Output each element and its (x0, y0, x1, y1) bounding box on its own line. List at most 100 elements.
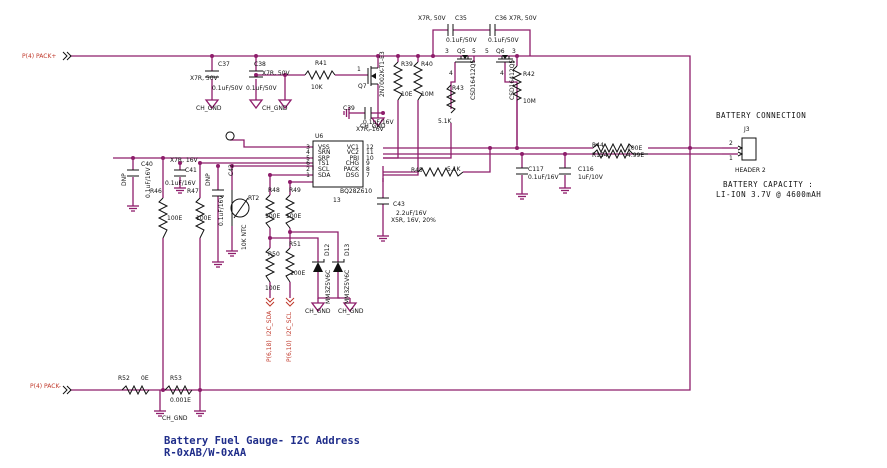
zener-d12: D12 MM3Z5V6C (312, 244, 332, 304)
svg-text:R154: R154 (592, 152, 608, 159)
svg-text:0.1uF/16V: 0.1uF/16V (165, 180, 196, 187)
svg-text:100E: 100E (286, 213, 301, 220)
svg-text:I2C_SCL: I2C_SCL (286, 311, 293, 336)
svg-text:C36: C36 (495, 15, 507, 22)
cap-c37: C37 X7R, 50V 0.1uF/50V (190, 61, 243, 92)
res-r42: R42 10M (511, 65, 536, 105)
svg-text:10M: 10M (421, 91, 434, 98)
svg-text:13: 13 (333, 197, 341, 204)
zener-d13: D13 MM3Z5V6C (332, 244, 351, 304)
svg-text:DNP: DNP (121, 173, 128, 186)
svg-text:D13: D13 (344, 244, 351, 256)
svg-text:P(6,18): P(6,18) (266, 340, 273, 362)
svg-text:10K NTC: 10K NTC (241, 225, 248, 250)
svg-text:P(6,10): P(6,10) (286, 340, 293, 362)
svg-text:100E: 100E (196, 215, 211, 222)
cap-c40: C40 DNP 0.1uF/16V (121, 161, 153, 198)
svg-text:4.99E: 4.99E (627, 152, 644, 159)
ic-pin-vss: VSS (318, 144, 330, 151)
svg-text:I2C_SDA: I2C_SDA (266, 310, 273, 336)
res-r50: R50 100E (264, 247, 280, 292)
svg-text:2N7002K-T1-E3: 2N7002K-T1-E3 (379, 51, 386, 97)
cap-c116: C116 1uF/10V (559, 166, 604, 181)
svg-text:X7R, 50V: X7R, 50V (509, 15, 538, 22)
res-r48: R48 100E (264, 187, 280, 229)
svg-text:X7R, 16V: X7R, 16V (170, 157, 199, 164)
svg-text:2.2uF/16V: 2.2uF/16V (396, 210, 427, 217)
net-port-pack-plus: P(4) PACK+ (22, 51, 72, 61)
svg-text:J3: J3 (743, 126, 750, 133)
svg-text:BQ28Z610: BQ28Z610 (340, 188, 372, 195)
svg-text:R49: R49 (289, 187, 301, 194)
ic-pin-num-right: 8 (366, 166, 370, 173)
res-r39: R39 10E (392, 61, 413, 101)
svg-text:3: 3 (512, 48, 516, 55)
battery-capacity-title: BATTERY CAPACITY : (723, 180, 813, 189)
svg-text:10E: 10E (401, 91, 413, 98)
ic-pin-pbi: PBI (349, 155, 359, 162)
svg-text:1: 1 (729, 155, 733, 162)
svg-text:R48: R48 (268, 187, 280, 194)
svg-text:R53: R53 (170, 375, 182, 382)
res-r40: R40 10M (412, 61, 434, 101)
res-r53: R53 0.001E (164, 375, 193, 404)
footer-title: Battery Fuel Gauge- I2C Address (164, 435, 360, 447)
svg-text:Q5: Q5 (457, 48, 466, 55)
svg-text:R43: R43 (452, 85, 464, 92)
svg-text:R51: R51 (289, 241, 301, 248)
gnd-label-2: CH_GND (262, 105, 288, 112)
res-r43: R43 5.1K (438, 84, 464, 125)
cap-c43: C43 2.2uF/16V X5R, 16V, 20% (377, 197, 436, 224)
cap-c41: X7R, 16V C41 0.1uF/16V (165, 157, 199, 187)
svg-text:C116: C116 (578, 166, 594, 173)
ic-pin-dsg: DSG (346, 172, 359, 179)
ic-pin-srn: SRN (318, 149, 330, 156)
ic-pin-ts1: TS1 (317, 160, 329, 167)
svg-text:R52: R52 (118, 375, 130, 382)
svg-text:CSD16412Q5: CSD16412Q5 (470, 60, 477, 100)
svg-text:U6: U6 (315, 133, 323, 140)
ic-pin-scl: SCL (318, 166, 330, 173)
svg-text:Q6: Q6 (496, 48, 505, 55)
ic-pin-num-right: 9 (366, 160, 370, 167)
mosfet-q6: Q6 5 3 4 CSD16412Q5 (485, 48, 516, 100)
ic-pin-num-right: 7 (366, 172, 370, 179)
svg-text:0.1uF/16V: 0.1uF/16V (528, 174, 559, 181)
svg-text:X7R, 50V: X7R, 50V (190, 75, 219, 82)
mosfet-q5: Q5 3 5 4 CSD16412Q5 (445, 48, 477, 100)
svg-text:C43: C43 (393, 201, 405, 208)
res-r154: R154 4.99E (592, 148, 648, 160)
svg-text:RT2: RT2 (248, 195, 259, 202)
res-r41: R41 10K (304, 60, 336, 91)
svg-text:5: 5 (485, 48, 489, 55)
ic-pin-sda: SDA (318, 172, 331, 179)
cap-c42: C42 DNP 0.1uF/16V (205, 164, 235, 226)
ic-pin-num-left: 3 (306, 144, 310, 151)
svg-text:1: 1 (357, 66, 361, 73)
svg-text:5.1K: 5.1K (438, 118, 453, 125)
svg-text:R41: R41 (315, 60, 327, 67)
junction-dots (131, 54, 692, 392)
res-r49: R49 100E (284, 187, 301, 229)
footer-i2c-address: R-0xAB/W-0xAA (164, 447, 247, 459)
svg-text:4: 4 (500, 70, 504, 77)
svg-text:0.1uF/16V: 0.1uF/16V (218, 195, 225, 226)
ground-symbols (126, 94, 572, 417)
battery-connection-title: BATTERY CONNECTION (716, 111, 806, 120)
svg-text:C39: C39 (343, 105, 355, 112)
svg-text:C42: C42 (228, 164, 235, 176)
svg-text:100E: 100E (290, 270, 305, 277)
gnd-label-3: CH_GND (360, 123, 386, 130)
svg-text:C117: C117 (528, 166, 544, 173)
thermistor-rt2: RT2 10K NTC (230, 190, 259, 250)
ic-pin-num-right: 12 (366, 144, 374, 151)
svg-text:C41: C41 (185, 167, 197, 174)
res-r45: R45 5.1K (411, 166, 464, 178)
svg-text:R45: R45 (411, 167, 423, 174)
svg-text:1uF/10V: 1uF/10V (578, 174, 604, 181)
svg-text:R40: R40 (421, 61, 433, 68)
ic-pin-num-right: 10 (366, 155, 374, 162)
svg-text:2: 2 (729, 140, 733, 147)
